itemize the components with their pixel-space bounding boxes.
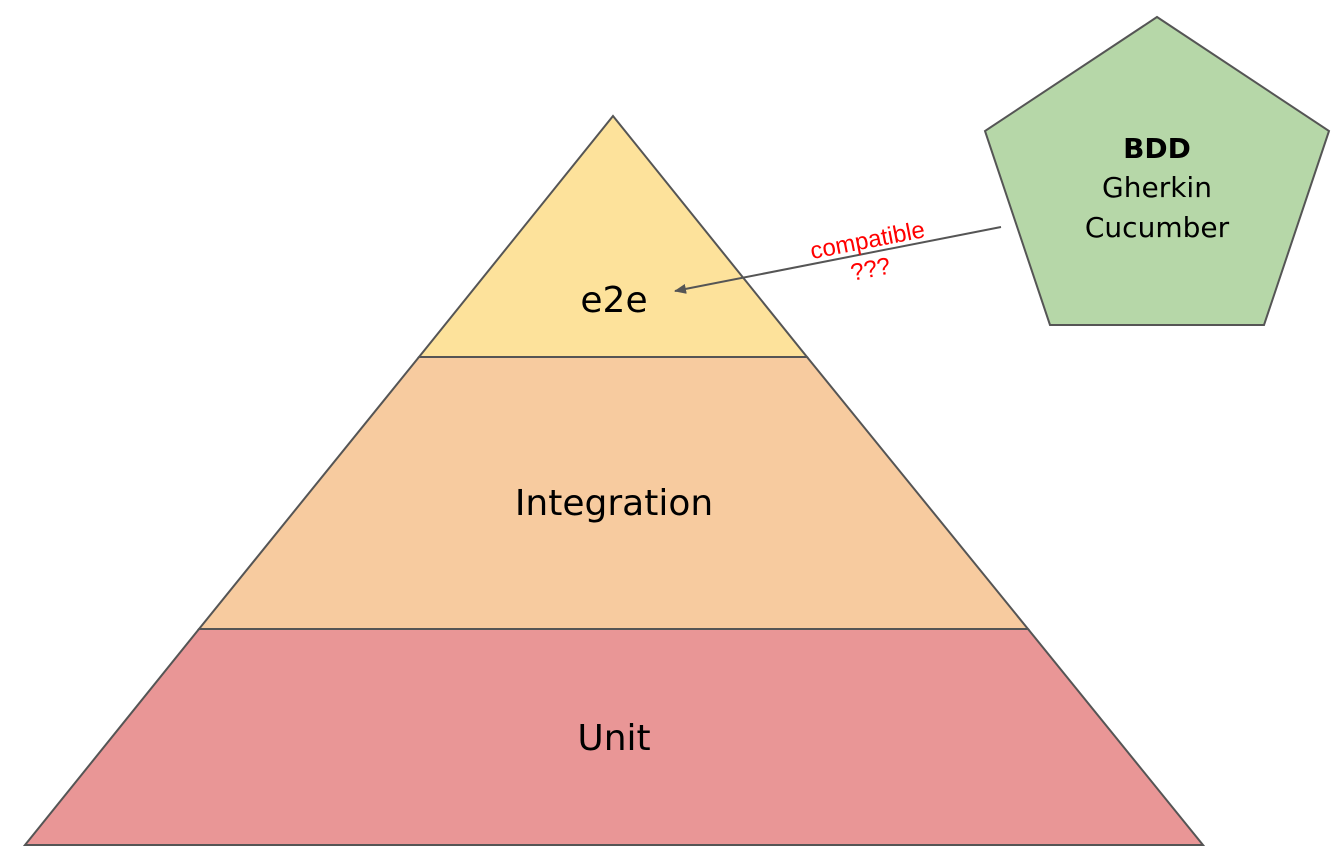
bdd-gherkin: Gherkin [1102,171,1212,204]
annotation-question-marks: ??? [848,253,892,287]
integration-label: Integration [515,483,713,524]
pyramid-layer-e2e [416,114,810,358]
bdd-title: BDD [1123,132,1191,165]
compatibility-arrow [674,226,1002,294]
unit-label: Unit [577,718,650,759]
bdd-cucumber: Cucumber [1085,211,1230,244]
bdd-pentagon [983,15,1331,326]
e2e-label: e2e [580,280,647,321]
